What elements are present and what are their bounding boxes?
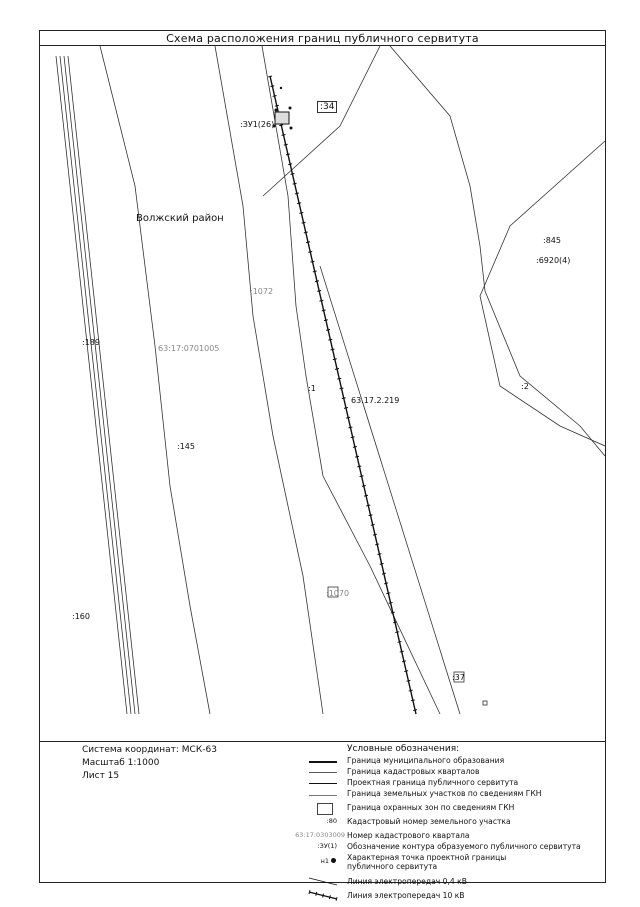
protection-zone-symbol	[317, 803, 333, 815]
quarter-number-label: 63:17:0701005	[158, 344, 220, 353]
servitude-label: :ЗУ1(26)	[240, 120, 275, 129]
legend-item-quarter-boundary: Граница кадастровых кварталов	[302, 766, 602, 777]
parcel-label: :37	[452, 673, 465, 682]
legend: Условные обозначения: Граница муниципаль…	[295, 744, 602, 902]
road-line-3	[63, 55, 136, 715]
scale-text: Масштаб 1:1000	[82, 758, 160, 768]
parcel-label: :1070	[326, 589, 350, 598]
servitude-contour	[274, 111, 290, 125]
quarter-number-sample: 63:17:0303009	[295, 831, 345, 839]
power-line-10kv-symbol	[308, 890, 338, 901]
legend-item-municipal-boundary: Граница муниципального образования	[302, 755, 602, 766]
municipal-boundary-symbol	[309, 760, 337, 763]
boundary-point-icon	[331, 858, 336, 863]
road-line-4	[67, 55, 140, 715]
coord-system-text: Система координат: МСК-63	[82, 745, 217, 755]
legend-item-quarter-number: 63:17:0303009 Номер кадастрового квартал…	[295, 831, 470, 840]
legend-item-parcel-number: :80 Кадастровый номер земельного участка	[326, 817, 511, 826]
parcel-label: :145	[177, 442, 195, 451]
parcel-label: :1	[308, 384, 316, 393]
parcel-label: :1072	[250, 287, 274, 296]
parcel-marker	[453, 671, 465, 683]
parcel-boundary-mid	[261, 46, 441, 715]
map-info: Система координат: МСК-63 Масштаб 1:1000…	[82, 744, 217, 783]
parcel-label: :845	[543, 236, 561, 245]
legend-item-servitude-contour: :ЗУ(1) Обозначение контура образуемого п…	[317, 842, 581, 851]
legend-title: Условные обозначения:	[347, 744, 460, 754]
legend-item-servitude-boundary: Проектная граница публичного сервитута	[302, 777, 602, 788]
boundary-point	[274, 108, 278, 112]
quarter-boundary	[214, 46, 324, 715]
legend-item-boundary-point: н1 Характерная точка проектной границы п…	[320, 853, 507, 871]
servitude-boundary-symbol	[309, 782, 337, 784]
map-frame: Схема расположения границ публичного сер…	[39, 30, 606, 901]
road-line-1	[55, 55, 128, 715]
boundary-point	[289, 126, 293, 130]
quarter-boundary-symbol	[309, 771, 337, 773]
parcel-line-diagonal	[319, 265, 461, 715]
boundary-point-sample: н1	[320, 857, 329, 865]
boundary-point	[272, 124, 276, 128]
title-divider	[40, 45, 605, 46]
legend-divider	[40, 741, 605, 742]
power-line-04kv-symbol	[308, 877, 338, 886]
power-line-10kv	[269, 75, 417, 715]
parcel-boundary-symbol	[309, 795, 337, 796]
parcel-number-sample: :80	[326, 817, 337, 825]
parcel-label: :189	[82, 338, 100, 347]
legend-item-protection-zone: Граница охранных зон по сведениям ГКН	[302, 802, 602, 816]
parcel-marker	[482, 700, 488, 706]
parcel-label: :2	[521, 382, 529, 391]
legend-item-power-line-04kv: Линия электропередач 0,4 кВ	[302, 874, 602, 888]
map-title: Схема расположения границ публичного сер…	[166, 32, 479, 45]
legend-item-parcel-boundary: Граница земельных участков по сведениям …	[302, 788, 602, 802]
legend-item-power-line-10kv: Линия электропередач 10 кВ	[302, 888, 602, 902]
parcel-boundary-right-2	[479, 140, 605, 447]
parcel-label: :160	[72, 612, 90, 621]
map-drawing	[55, 46, 605, 715]
quarter-number-label: 63.17.2.219	[351, 396, 400, 405]
parcel-boundary-top	[262, 46, 381, 197]
parcel-boundary-left	[99, 46, 211, 715]
parcel-boundary-right	[389, 46, 605, 457]
parcel-label: :6920(4)	[536, 256, 571, 265]
sheet-text: Лист 15	[82, 771, 120, 781]
servitude-contour-sample: :ЗУ(1)	[317, 842, 337, 850]
boundary-point	[288, 106, 292, 110]
road-line-2	[59, 55, 132, 715]
parcel-label-boxed: :34	[317, 101, 338, 113]
parcel-marker	[327, 586, 339, 598]
map-canvas[interactable]: Волжский район :845 :6920(4) :1072 :189 …	[40, 46, 605, 741]
boundary-point	[279, 86, 283, 90]
region-label: Волжский район	[136, 213, 224, 224]
